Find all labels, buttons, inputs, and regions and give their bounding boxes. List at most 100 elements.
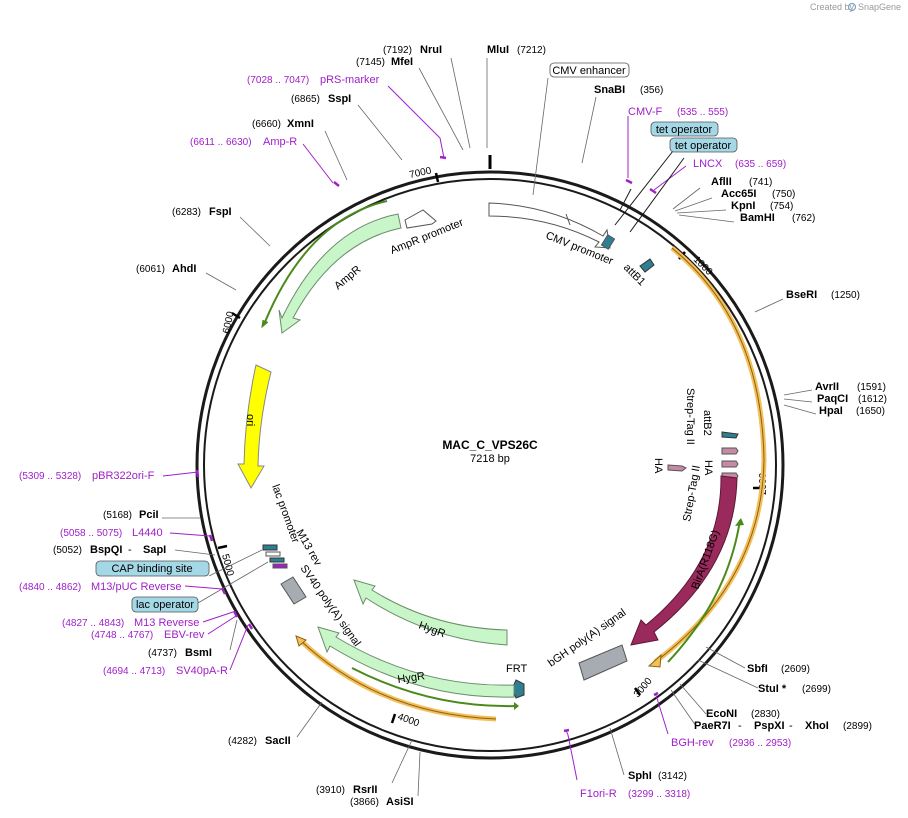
- leader-line: [162, 471, 199, 477]
- primer-mark: [333, 181, 340, 187]
- enzyme-snabi[interactable]: SnaBI: [594, 84, 625, 96]
- enzyme-pos-avrii: (1591): [857, 382, 886, 393]
- leader-line: [302, 143, 334, 184]
- enzyme-asisi[interactable]: AsiSI: [386, 796, 414, 808]
- leader-line: [391, 739, 413, 784]
- primer-mark: [563, 728, 570, 733]
- ha-1-label: HA: [652, 458, 664, 474]
- primer-pos-lncx: (635 .. 659): [735, 159, 786, 170]
- enzyme-pos-pcii: (5168): [103, 510, 132, 521]
- enzyme-ahdi[interactable]: AhdI: [172, 263, 196, 275]
- orf-arc-arrowhead: [647, 653, 662, 668]
- lac-operator-block: [269, 557, 285, 563]
- tet-operator-box-1-label: tet operator: [656, 124, 713, 136]
- backbone-inner-ring: [203, 178, 777, 752]
- plasmid-name: MAC_C_VPS26C: [442, 438, 538, 452]
- lac-operator-box[interactable]: [131, 596, 199, 613]
- frt-label: FRT: [506, 663, 527, 675]
- cap-site-box-label: CAP binding site: [111, 563, 192, 575]
- primer-ebv-rev[interactable]: EBV-rev: [164, 629, 205, 641]
- enzyme-pos-mlui: (7212): [517, 45, 546, 56]
- cmv-enhancer-box-label: CMV enhancer: [552, 65, 626, 77]
- enzyme-sbfi[interactable]: SbfI: [747, 663, 768, 675]
- primer-pos-bgh-rev: (2936 .. 2953): [729, 738, 791, 749]
- bira-orf-line: [667, 519, 741, 663]
- ampr-orf-arrowhead: [261, 319, 269, 329]
- enzyme-sphi[interactable]: SphI: [628, 770, 652, 782]
- enzyme-fspi[interactable]: FspI: [209, 206, 232, 218]
- primer-lncx[interactable]: LNCX: [693, 158, 723, 170]
- enzyme-econi[interactable]: EcoNI: [706, 708, 737, 720]
- enzyme-kpni[interactable]: KpnI: [731, 200, 755, 212]
- enzyme-hpai[interactable]: HpaI: [819, 405, 843, 417]
- sv40-polya-block: [280, 576, 307, 605]
- primer-mark: [195, 469, 200, 478]
- primer-amp-r[interactable]: Amp-R: [263, 136, 297, 148]
- enzyme-pos-sspi: (6865): [291, 94, 320, 105]
- enzyme-pspxi[interactable]: PspXI: [754, 720, 785, 732]
- enzyme-pos-sbfi: (2609): [781, 664, 810, 675]
- enzyme-rsrii[interactable]: RsrII: [353, 784, 377, 796]
- enzyme-pos-bspqi: (5052): [53, 545, 82, 556]
- primer-pos-m13-puc-reverse: (4840 .. 4862): [19, 582, 81, 593]
- ampr-promoter-arrow: [404, 209, 437, 229]
- plasmid-size: 7218 bp: [470, 453, 510, 465]
- primer-cmv-f[interactable]: CMV-F: [628, 106, 663, 118]
- hygr-orf-line: [351, 667, 516, 708]
- cmv-enhancer-box[interactable]: [549, 62, 630, 78]
- cap-site-box[interactable]: [95, 560, 210, 577]
- primer-l4440[interactable]: L4440: [132, 527, 163, 539]
- enzyme-acc65i[interactable]: Acc65I: [721, 188, 756, 200]
- enzyme-pos-ahdi: (6061): [136, 264, 165, 275]
- enzyme-bamhi[interactable]: BamHI: [740, 212, 775, 224]
- tet-operator-box-1[interactable]: [650, 121, 719, 137]
- enzyme-xmni[interactable]: XmnI: [287, 118, 314, 130]
- orf-highlight-arc: [653, 246, 767, 665]
- enzyme-avrii[interactable]: AvrII: [815, 381, 839, 393]
- enzyme-xhoi[interactable]: XhoI: [805, 720, 829, 732]
- enzyme-sacii[interactable]: SacII: [265, 735, 291, 747]
- primer-pos-l4440: (5058 .. 5075): [60, 528, 122, 539]
- enzyme-pos-econi: (2830): [751, 709, 780, 720]
- primer-pos-f1ori-r: (3299 .. 3318): [628, 789, 690, 800]
- enzyme-bseri[interactable]: BseRI: [786, 289, 817, 301]
- enzyme-paer7i[interactable]: PaeR7I: [694, 720, 731, 732]
- tet-operator-box-2[interactable]: [669, 137, 738, 153]
- leader-line: [296, 701, 323, 738]
- m13-rev-block: [272, 563, 288, 569]
- enzyme-nrui[interactable]: NruI: [420, 44, 442, 56]
- enzyme-mlui[interactable]: MluI: [487, 44, 509, 56]
- leader-line: [705, 646, 746, 669]
- primer-sv40pa-r[interactable]: SV40pA-R: [176, 665, 228, 677]
- leader-line: [202, 611, 234, 623]
- lac-operator-box-label: lac operator: [136, 599, 194, 611]
- enzyme-paqci[interactable]: PaqCI: [817, 393, 848, 405]
- primer-m13-reverse[interactable]: M13 Reverse: [134, 617, 199, 629]
- tet-operator-block: [600, 234, 616, 250]
- enzyme-aflii[interactable]: AflII: [711, 176, 732, 188]
- leader-line: [184, 585, 223, 590]
- enzyme-stui[interactable]: StuI *: [758, 683, 787, 695]
- enzyme-mfei[interactable]: MfeI: [391, 56, 413, 68]
- enzyme-pos-acc65i: (750): [772, 189, 795, 200]
- primer-prs-marker[interactable]: pRS-marker: [320, 74, 380, 86]
- enzyme-bsmi[interactable]: BsmI: [185, 647, 212, 659]
- enzyme-pos-paer7i: (2899): [843, 721, 872, 732]
- primer-pbr322ori-f[interactable]: pBR322ori-F: [92, 470, 155, 482]
- ha-2-label: HA: [702, 460, 714, 476]
- primer-m13-puc-reverse[interactable]: M13/pUC Reverse: [91, 581, 181, 593]
- leader-line: [754, 298, 784, 313]
- leader-line: [670, 689, 697, 727]
- enzyme-sapi[interactable]: SapI: [143, 544, 166, 556]
- leader-line: [655, 694, 669, 735]
- leader-line: [678, 214, 735, 223]
- primer-pos-m13-reverse: (4827 .. 4843): [62, 618, 124, 629]
- primer-f1ori-r[interactable]: F1ori-R: [580, 788, 617, 800]
- hygr-2-label: HygR: [397, 670, 426, 686]
- primer-bgh-rev[interactable]: BGH-rev: [671, 737, 714, 749]
- leader-line: [229, 624, 249, 671]
- enzyme-pcii[interactable]: PciI: [139, 509, 159, 521]
- enzyme-sspi[interactable]: SspI: [328, 93, 351, 105]
- enzyme-bspqi[interactable]: BspQI: [90, 544, 122, 556]
